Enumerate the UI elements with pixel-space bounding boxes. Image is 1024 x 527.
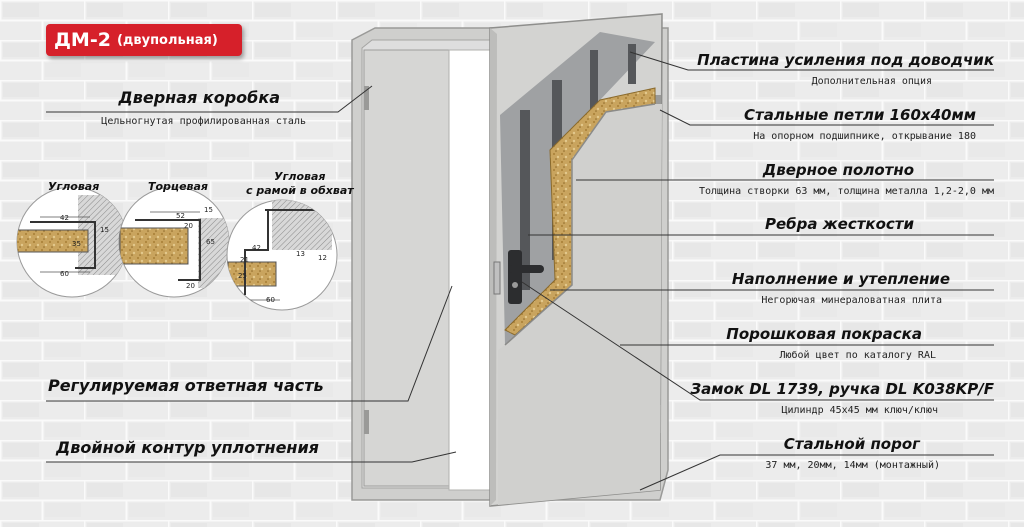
feature-subtitle: Негорючая минераловатная плита <box>761 295 942 306</box>
feature-title: Стальной порог <box>783 435 920 453</box>
lock-handle <box>493 250 544 304</box>
dim-label: 25 <box>238 272 247 280</box>
dim-label: 13 <box>296 250 305 258</box>
section-type-label: Торцевая <box>148 180 208 193</box>
feature-title: Наполнение и утепление <box>731 270 950 288</box>
dim-label: 12 <box>318 254 327 262</box>
profile-section-drawing <box>16 186 338 311</box>
hinge <box>364 410 369 434</box>
dim-label: 42 <box>252 244 261 252</box>
leader-line <box>46 85 373 113</box>
left-door-leaf <box>363 49 450 487</box>
section-type-label: Угловая <box>48 180 100 193</box>
frame-title: Дверная коробка <box>118 88 281 107</box>
leader-line <box>521 281 994 401</box>
feature-title: Стальные петли 160х40мм <box>744 106 976 124</box>
dim-label: 52 <box>176 212 185 220</box>
feature-title: Ребра жесткости <box>765 215 914 233</box>
feature-subtitle: 37 мм, 20мм, 14мм (монтажный) <box>765 460 940 471</box>
dim-label: 20 <box>184 222 193 230</box>
dim-label: 60 <box>266 296 275 304</box>
dim-label: 21 <box>240 256 249 264</box>
model-name: ДМ-2 <box>54 29 111 51</box>
feature-subtitle: Толщина створки 63 мм, толщина металла 1… <box>698 186 994 197</box>
dim-label: 35 <box>72 240 81 248</box>
feature-subtitle: Дополнительная опция <box>811 76 932 87</box>
leader-line <box>46 451 457 463</box>
dim-label: 15 <box>100 226 109 234</box>
dim-label: 42 <box>60 214 69 222</box>
frame-subtitle: Цельногнутая профилированная сталь <box>101 116 306 127</box>
dim-label: 60 <box>60 270 69 278</box>
counter-plate-title: Регулируемая ответная часть <box>48 376 324 395</box>
feature-subtitle: На опорном подшипнике, открывание 180 <box>753 131 976 142</box>
model-subtitle: (двупольная) <box>116 32 218 48</box>
leader-line <box>639 454 994 491</box>
hinge <box>364 86 369 110</box>
section-type-label: Угловая с рамой в обхват <box>246 170 354 197</box>
dim-label: 15 <box>204 206 213 214</box>
leader-line <box>46 285 453 402</box>
feature-subtitle: Любой цвет по каталогу RAL <box>779 350 936 361</box>
stiffening-rib <box>628 44 636 84</box>
feature-title: Пластина усиления под доводчик <box>697 51 994 69</box>
stiffening-rib <box>520 110 530 290</box>
seal-contour-title: Двойной контур уплотнения <box>56 438 319 457</box>
model-badge: ДМ-2 (двупольная) <box>46 24 242 56</box>
feature-title: Дверное полотно <box>762 161 914 179</box>
feature-subtitle: Цилиндр 45х45 мм ключ/ключ <box>781 405 938 416</box>
stiffening-rib <box>590 50 598 110</box>
leader-line <box>629 51 994 71</box>
feature-title: Порошковая покраска <box>726 325 922 343</box>
dim-label: 20 <box>186 282 195 290</box>
door-opening <box>448 49 492 491</box>
leader-line <box>659 109 994 126</box>
dim-label: 65 <box>206 238 215 246</box>
feature-title: Замок DL 1739, ручка DL K038KP/F <box>690 380 995 398</box>
